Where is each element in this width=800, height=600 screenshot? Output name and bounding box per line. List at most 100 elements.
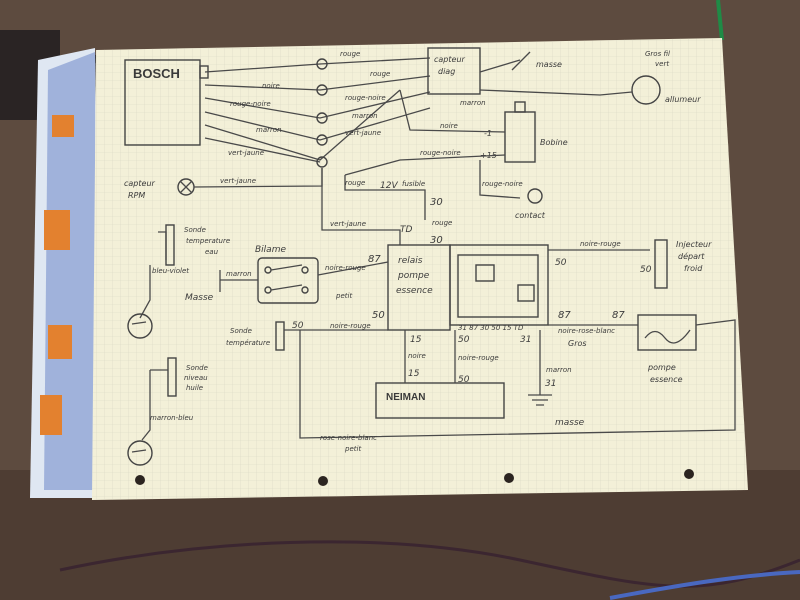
temp-gauge bbox=[127, 313, 153, 339]
wire-td bbox=[321, 168, 401, 245]
wire-label: marron bbox=[352, 112, 378, 120]
bilame-label: Bilame bbox=[255, 245, 286, 255]
temp-mid-1: Sonde bbox=[230, 327, 252, 335]
wire-coil-minus bbox=[399, 89, 506, 133]
wire-label: vert-jaune bbox=[330, 220, 366, 228]
relay-label-1: relais bbox=[398, 256, 423, 266]
terminal-31-a: 31 bbox=[520, 335, 531, 345]
terminal-50-n-a: 50 bbox=[458, 335, 470, 345]
wire-label: noire bbox=[440, 122, 458, 130]
wire-label: marron bbox=[460, 99, 486, 107]
wire-label: rouge bbox=[340, 50, 360, 58]
wire-label: noire-rouge bbox=[325, 264, 366, 272]
terminal-circle bbox=[316, 112, 328, 124]
wire-label: noire-rouge bbox=[330, 322, 371, 330]
wire-label: rouge-noire bbox=[420, 149, 461, 157]
terminal-50-n-b: 50 bbox=[458, 375, 470, 385]
terminal-87: 87 bbox=[368, 254, 381, 265]
terminal-circle bbox=[316, 84, 328, 96]
ecu-label: BOSCH bbox=[133, 66, 180, 81]
temp-mid-2: température bbox=[226, 339, 270, 347]
terminal-31-b: 31 bbox=[545, 379, 556, 389]
oil-sensor-body bbox=[167, 357, 177, 397]
wire-label: noire-rouge bbox=[458, 354, 499, 362]
coil-cap bbox=[514, 101, 526, 113]
terminal-50-inj: 50 bbox=[640, 265, 652, 275]
big-wire-label: Gros fil bbox=[645, 50, 670, 58]
oil-gauge bbox=[127, 440, 153, 466]
punch-hole bbox=[684, 469, 694, 479]
wire-rouge bbox=[204, 57, 431, 73]
terminal-50-temp: 50 bbox=[292, 321, 304, 331]
relay-label-3: essence bbox=[396, 286, 433, 296]
injector-body bbox=[654, 239, 668, 289]
paper-grid bbox=[92, 38, 748, 500]
wire-label: rouge-noire bbox=[345, 94, 386, 102]
terminal-87-pump: 87 bbox=[612, 310, 625, 321]
ground-top-label: masse bbox=[536, 60, 562, 69]
diag-sensor-label-1: capteur bbox=[434, 55, 466, 64]
relay-inner-box bbox=[457, 254, 539, 318]
oil-1: Sonde bbox=[186, 364, 208, 372]
wire-noire bbox=[204, 75, 431, 91]
relay-detail-box bbox=[449, 244, 549, 326]
blue-cable bbox=[609, 570, 800, 600]
binding-tab bbox=[48, 325, 72, 359]
terminal-87-mid: 87 bbox=[558, 310, 571, 321]
pump-label-2: essence bbox=[650, 375, 683, 384]
notebook-binding bbox=[44, 52, 96, 490]
temp-top-2: temperature bbox=[186, 237, 230, 245]
injector-label-1: Injecteur bbox=[676, 240, 712, 249]
wire-label: vert-jaune bbox=[228, 149, 264, 157]
terminal-circle bbox=[316, 156, 328, 168]
wire-label: rouge bbox=[345, 179, 365, 187]
wire-marron bbox=[204, 107, 431, 141]
fusible-label: fusible bbox=[402, 180, 425, 188]
v12-label: 12V bbox=[380, 181, 398, 191]
wire-vert-jaune-b bbox=[204, 137, 321, 163]
temp-mid-body bbox=[275, 321, 285, 351]
ground-symbol-bottom bbox=[528, 394, 552, 406]
punch-hole bbox=[135, 475, 145, 485]
injector-label-2: départ bbox=[678, 251, 705, 261]
temp-gauge-needle bbox=[131, 321, 147, 325]
wire-loop-bottom bbox=[299, 319, 736, 439]
wire-12v bbox=[344, 175, 426, 220]
table-cable bbox=[59, 540, 800, 588]
wire-label: marron bbox=[256, 126, 282, 134]
pump-wave bbox=[644, 329, 691, 344]
terminal-30-bot: 30 bbox=[430, 235, 443, 246]
gros-label: Gros bbox=[568, 339, 587, 348]
big-wire-label-2: vert bbox=[655, 60, 669, 68]
oil-2: niveau bbox=[184, 374, 208, 382]
terminal-30-top: 30 bbox=[430, 197, 443, 208]
wire-label: rose-noire-blanc bbox=[320, 434, 377, 442]
wire-ground-top bbox=[479, 59, 521, 73]
wire-vert-jaune bbox=[204, 89, 401, 161]
wire-label: vert-jaune bbox=[345, 129, 381, 137]
wire-label: marron-bleu bbox=[150, 414, 194, 422]
ground-symbol bbox=[511, 51, 531, 71]
terminal-circle bbox=[316, 134, 328, 146]
diag-sensor-label-2: diag bbox=[438, 67, 455, 76]
masse-bottom-label: masse bbox=[555, 418, 585, 428]
green-cable bbox=[716, 0, 724, 41]
binding-tab bbox=[40, 395, 62, 435]
diag-sensor-box bbox=[427, 47, 481, 95]
wire-label: marron bbox=[226, 270, 252, 278]
wire-label: noire bbox=[262, 82, 280, 90]
punch-hole bbox=[318, 476, 328, 486]
wire-label: noire-rose-blanc bbox=[558, 327, 615, 335]
rpm-label-2: RPM bbox=[128, 191, 145, 200]
rpm-label-1: capteur bbox=[124, 179, 156, 188]
wire-coil-plus bbox=[344, 154, 506, 176]
contact-key bbox=[527, 188, 543, 204]
wire-label: bleu-violet bbox=[152, 267, 189, 275]
binding-tab bbox=[52, 115, 74, 137]
wire-label: noire bbox=[408, 352, 426, 360]
bilame-dot bbox=[301, 286, 309, 294]
terminal-50: 50 bbox=[372, 310, 385, 321]
oil-3: huile bbox=[186, 384, 203, 392]
punch-hole bbox=[504, 473, 514, 483]
